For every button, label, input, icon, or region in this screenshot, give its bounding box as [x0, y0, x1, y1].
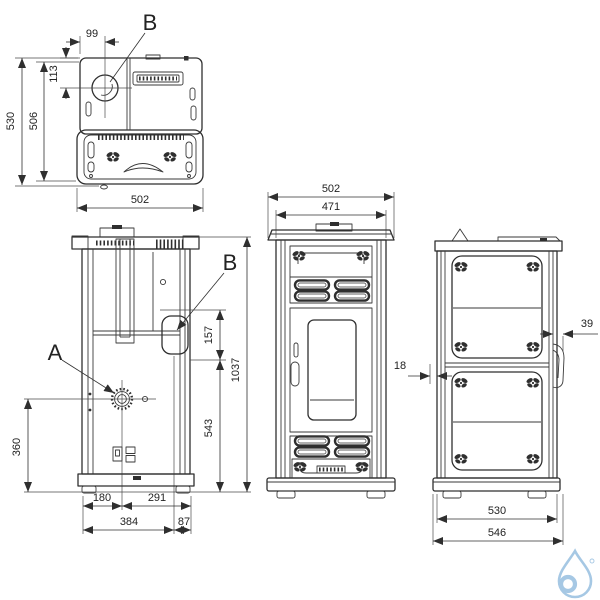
dim-depth-body: 506	[28, 112, 40, 130]
dim-height-total: 1037	[230, 358, 242, 382]
butterfly-ornament	[355, 250, 371, 262]
butterfly-ornament	[105, 151, 121, 163]
pellet-chute	[115, 238, 135, 344]
side-top-plate	[434, 240, 563, 252]
dim-outlet-span: 157	[203, 326, 215, 344]
air-vent	[333, 446, 371, 458]
dim-intake-from-left: 180	[93, 492, 111, 504]
smoke-outlet-back	[161, 315, 189, 355]
dim-outlet-to-right: 87	[178, 516, 190, 528]
dim-outlet-from-left: 384	[120, 516, 138, 528]
dim-front-width-body: 471	[322, 201, 340, 213]
power-switch-block	[112, 446, 136, 463]
butterfly-ornament	[525, 261, 541, 273]
back-view: B A 360 157	[11, 225, 251, 534]
air-vent	[333, 279, 371, 291]
side-body	[436, 250, 558, 479]
air-vent	[293, 290, 331, 302]
dim-intake-height: 360	[11, 438, 23, 456]
logo-ring	[558, 574, 578, 594]
air-vent	[293, 435, 331, 447]
dim-side-depth-total: 546	[488, 527, 506, 539]
butterfly-ornament	[453, 261, 469, 273]
top-view-front-section	[76, 129, 204, 185]
flue-collar-side	[451, 228, 469, 242]
back-top-plate	[71, 236, 200, 250]
dim-outlet-height: 543	[203, 419, 215, 437]
butterfly-ornament	[525, 341, 541, 353]
top-view-label-b: B	[143, 10, 158, 35]
door-handle-side	[552, 343, 565, 389]
top-view-body	[79, 57, 203, 135]
back-view-label-b: B	[223, 250, 238, 275]
dim-top-width: 502	[131, 194, 149, 206]
air-vent	[293, 446, 331, 458]
screw-detail	[100, 184, 108, 190]
dim-flue-offset-x: 99	[86, 28, 98, 40]
top-view: B 99 113 530 506 502	[5, 10, 204, 212]
fire-door	[289, 307, 373, 433]
front-base	[266, 477, 396, 492]
back-base	[77, 473, 195, 487]
dim-intake-to-right: 291	[148, 492, 166, 504]
side-base	[432, 477, 561, 492]
dim-side-panel-offset: 18	[394, 360, 406, 372]
butterfly-ornament	[453, 453, 469, 465]
arc-ornament	[123, 163, 164, 173]
side-panel-lower	[451, 371, 543, 471]
dim-handle-offset: 39	[581, 318, 593, 330]
air-vent	[293, 279, 331, 291]
side-view: 39 530 546	[432, 228, 598, 545]
front-top-plate	[267, 229, 395, 241]
butterfly-ornament	[453, 341, 469, 353]
front-view: 502 471	[266, 183, 452, 499]
dim-depth-total: 530	[5, 112, 17, 130]
dim-flue-offset-y: 113	[48, 65, 60, 83]
dim-front-width-total: 502	[322, 183, 340, 195]
butterfly-ornament	[525, 453, 541, 465]
back-view-label-a: A	[48, 340, 63, 365]
butterfly-ornament	[162, 151, 178, 163]
hopper-slot	[132, 71, 184, 86]
side-panel-upper	[451, 255, 543, 359]
butterfly-ornament	[525, 377, 541, 389]
water-drop-logo	[557, 548, 595, 599]
air-vent	[333, 290, 371, 302]
logo-registered-mark	[589, 558, 595, 564]
dim-side-depth-body: 530	[488, 505, 506, 517]
butterfly-ornament	[453, 377, 469, 389]
door-glass	[307, 319, 357, 421]
air-vent	[333, 435, 371, 447]
butterfly-ornament	[291, 250, 307, 262]
door-handle	[290, 361, 300, 387]
